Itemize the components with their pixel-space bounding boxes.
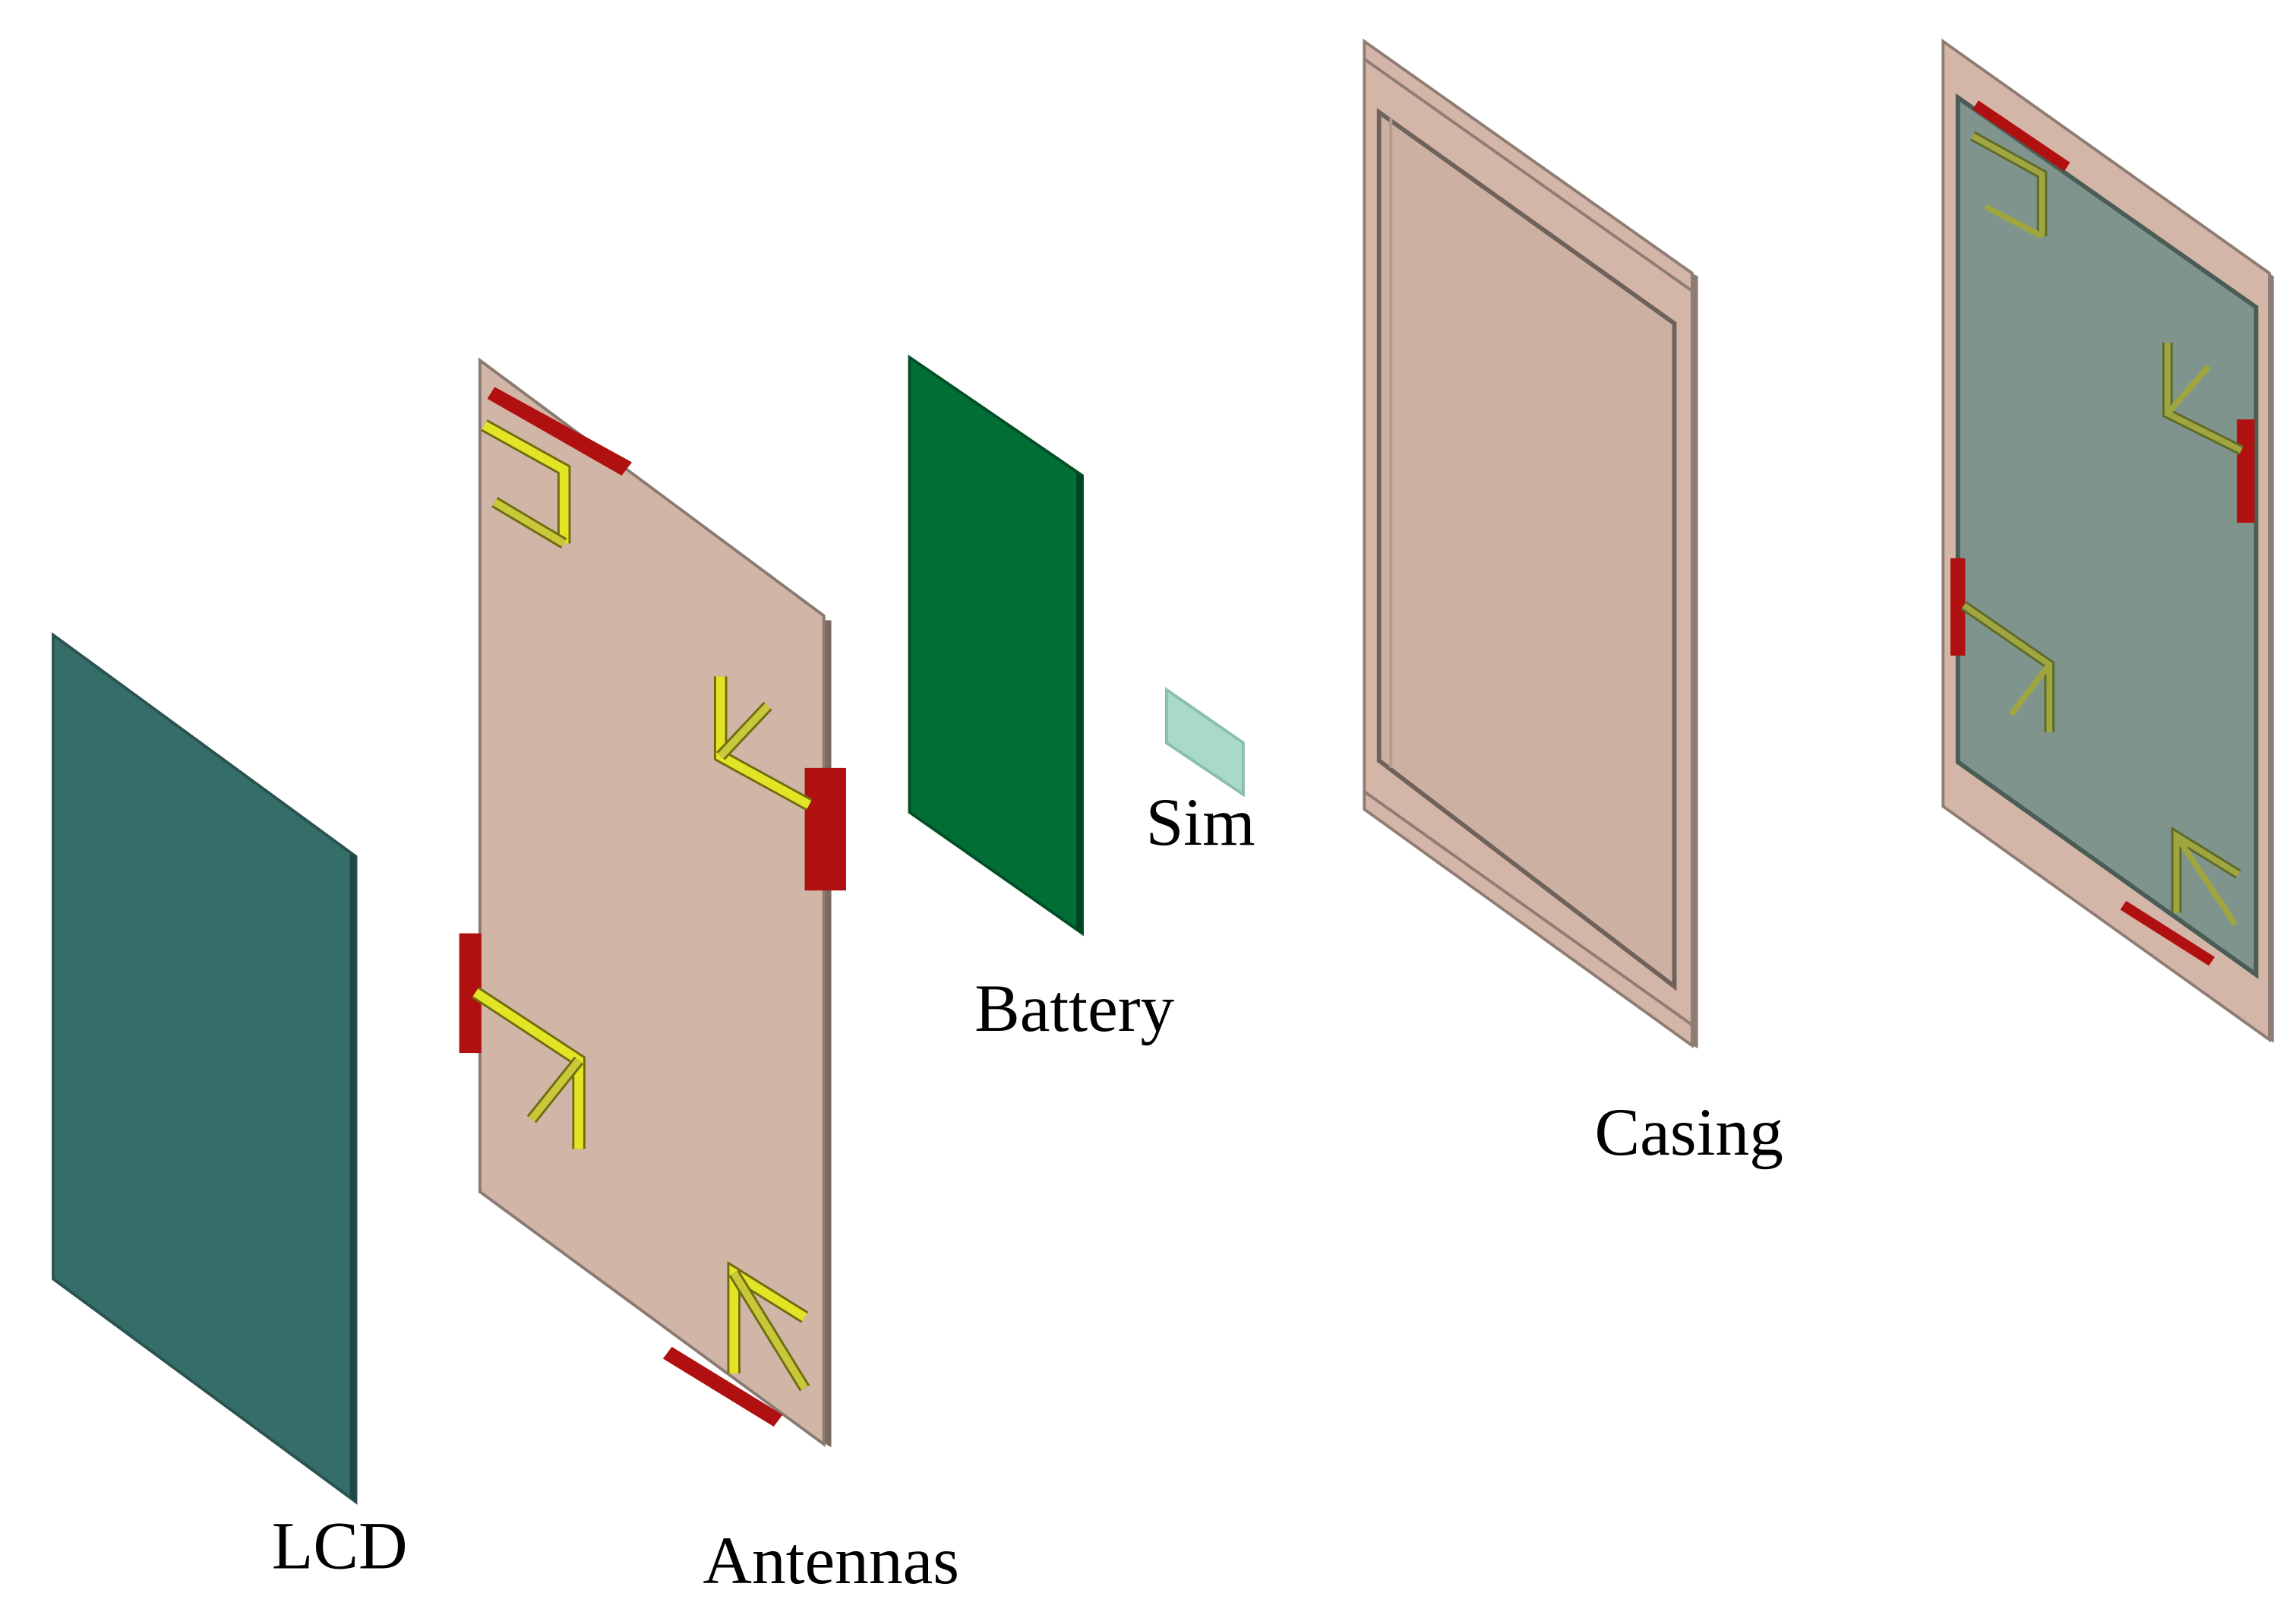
label-lcd: LCD <box>272 1509 408 1584</box>
label-battery: Battery <box>974 971 1174 1046</box>
antenna-left-middle <box>459 933 586 1149</box>
assembled-antenna-left <box>1950 558 2055 733</box>
label-casing: Casing <box>1595 1095 1783 1170</box>
lcd-panel <box>52 632 358 1505</box>
assembled-antenna-right <box>2162 343 2255 523</box>
label-antennas: Antennas <box>703 1523 959 1598</box>
assembled-phone <box>1941 38 2274 1043</box>
assembled-antenna-top <box>1969 100 2070 239</box>
casing-frame <box>1363 38 1698 1049</box>
antenna-board <box>459 357 846 1448</box>
label-sim: Sim <box>1146 785 1255 860</box>
sim-card <box>1164 687 1245 798</box>
antenna-right-middle <box>713 676 846 891</box>
battery-block <box>908 354 1084 937</box>
antenna-top-left <box>481 387 633 549</box>
assembled-antenna-bottom <box>2120 827 2241 966</box>
antenna-bottom <box>662 1260 810 1427</box>
